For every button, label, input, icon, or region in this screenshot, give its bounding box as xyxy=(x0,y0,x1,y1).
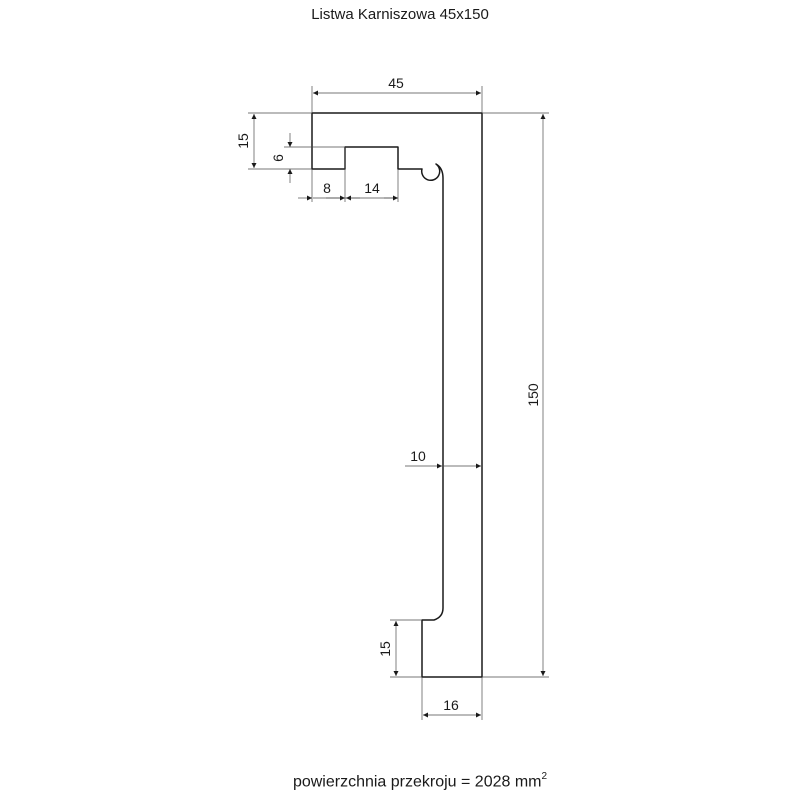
dimension-foot-height: 15 xyxy=(377,619,422,678)
dimension-label-top-height: 15 xyxy=(235,133,251,149)
dimension-label-foot-height: 15 xyxy=(377,641,393,657)
dimension-label-total-height: 150 xyxy=(525,383,541,407)
dimension-wall-thickness: 10 xyxy=(405,448,481,469)
area-unit-exponent: 2 xyxy=(541,771,548,782)
dimension-lip-and-groove: 8 14 xyxy=(298,147,399,202)
dimension-label-lip-width: 8 xyxy=(323,180,331,196)
dimension-label-groove-width: 14 xyxy=(364,180,380,196)
drawing-title: Listwa Karniszowa 45x150 xyxy=(311,6,489,23)
dimension-top-height: 15 xyxy=(235,112,312,170)
dimension-foot-width: 16 xyxy=(421,677,483,720)
dimension-label-foot-width: 16 xyxy=(443,697,459,713)
dimension-label-wall-thickness: 10 xyxy=(410,448,426,464)
dimension-total-width: 45 xyxy=(311,75,483,113)
dimension-label-total-width: 45 xyxy=(388,75,404,91)
dimension-total-height: 150 xyxy=(482,112,549,678)
dimension-groove-depth: 6 xyxy=(270,133,345,183)
cross-section-area: powierzchnia przekroju = 2028 mm2 xyxy=(0,768,800,792)
profile-outline xyxy=(311,112,483,678)
dimension-label-groove-depth: 6 xyxy=(270,154,286,162)
cross-section-area-label: powierzchnia przekroju = 2028 mm xyxy=(292,773,542,791)
